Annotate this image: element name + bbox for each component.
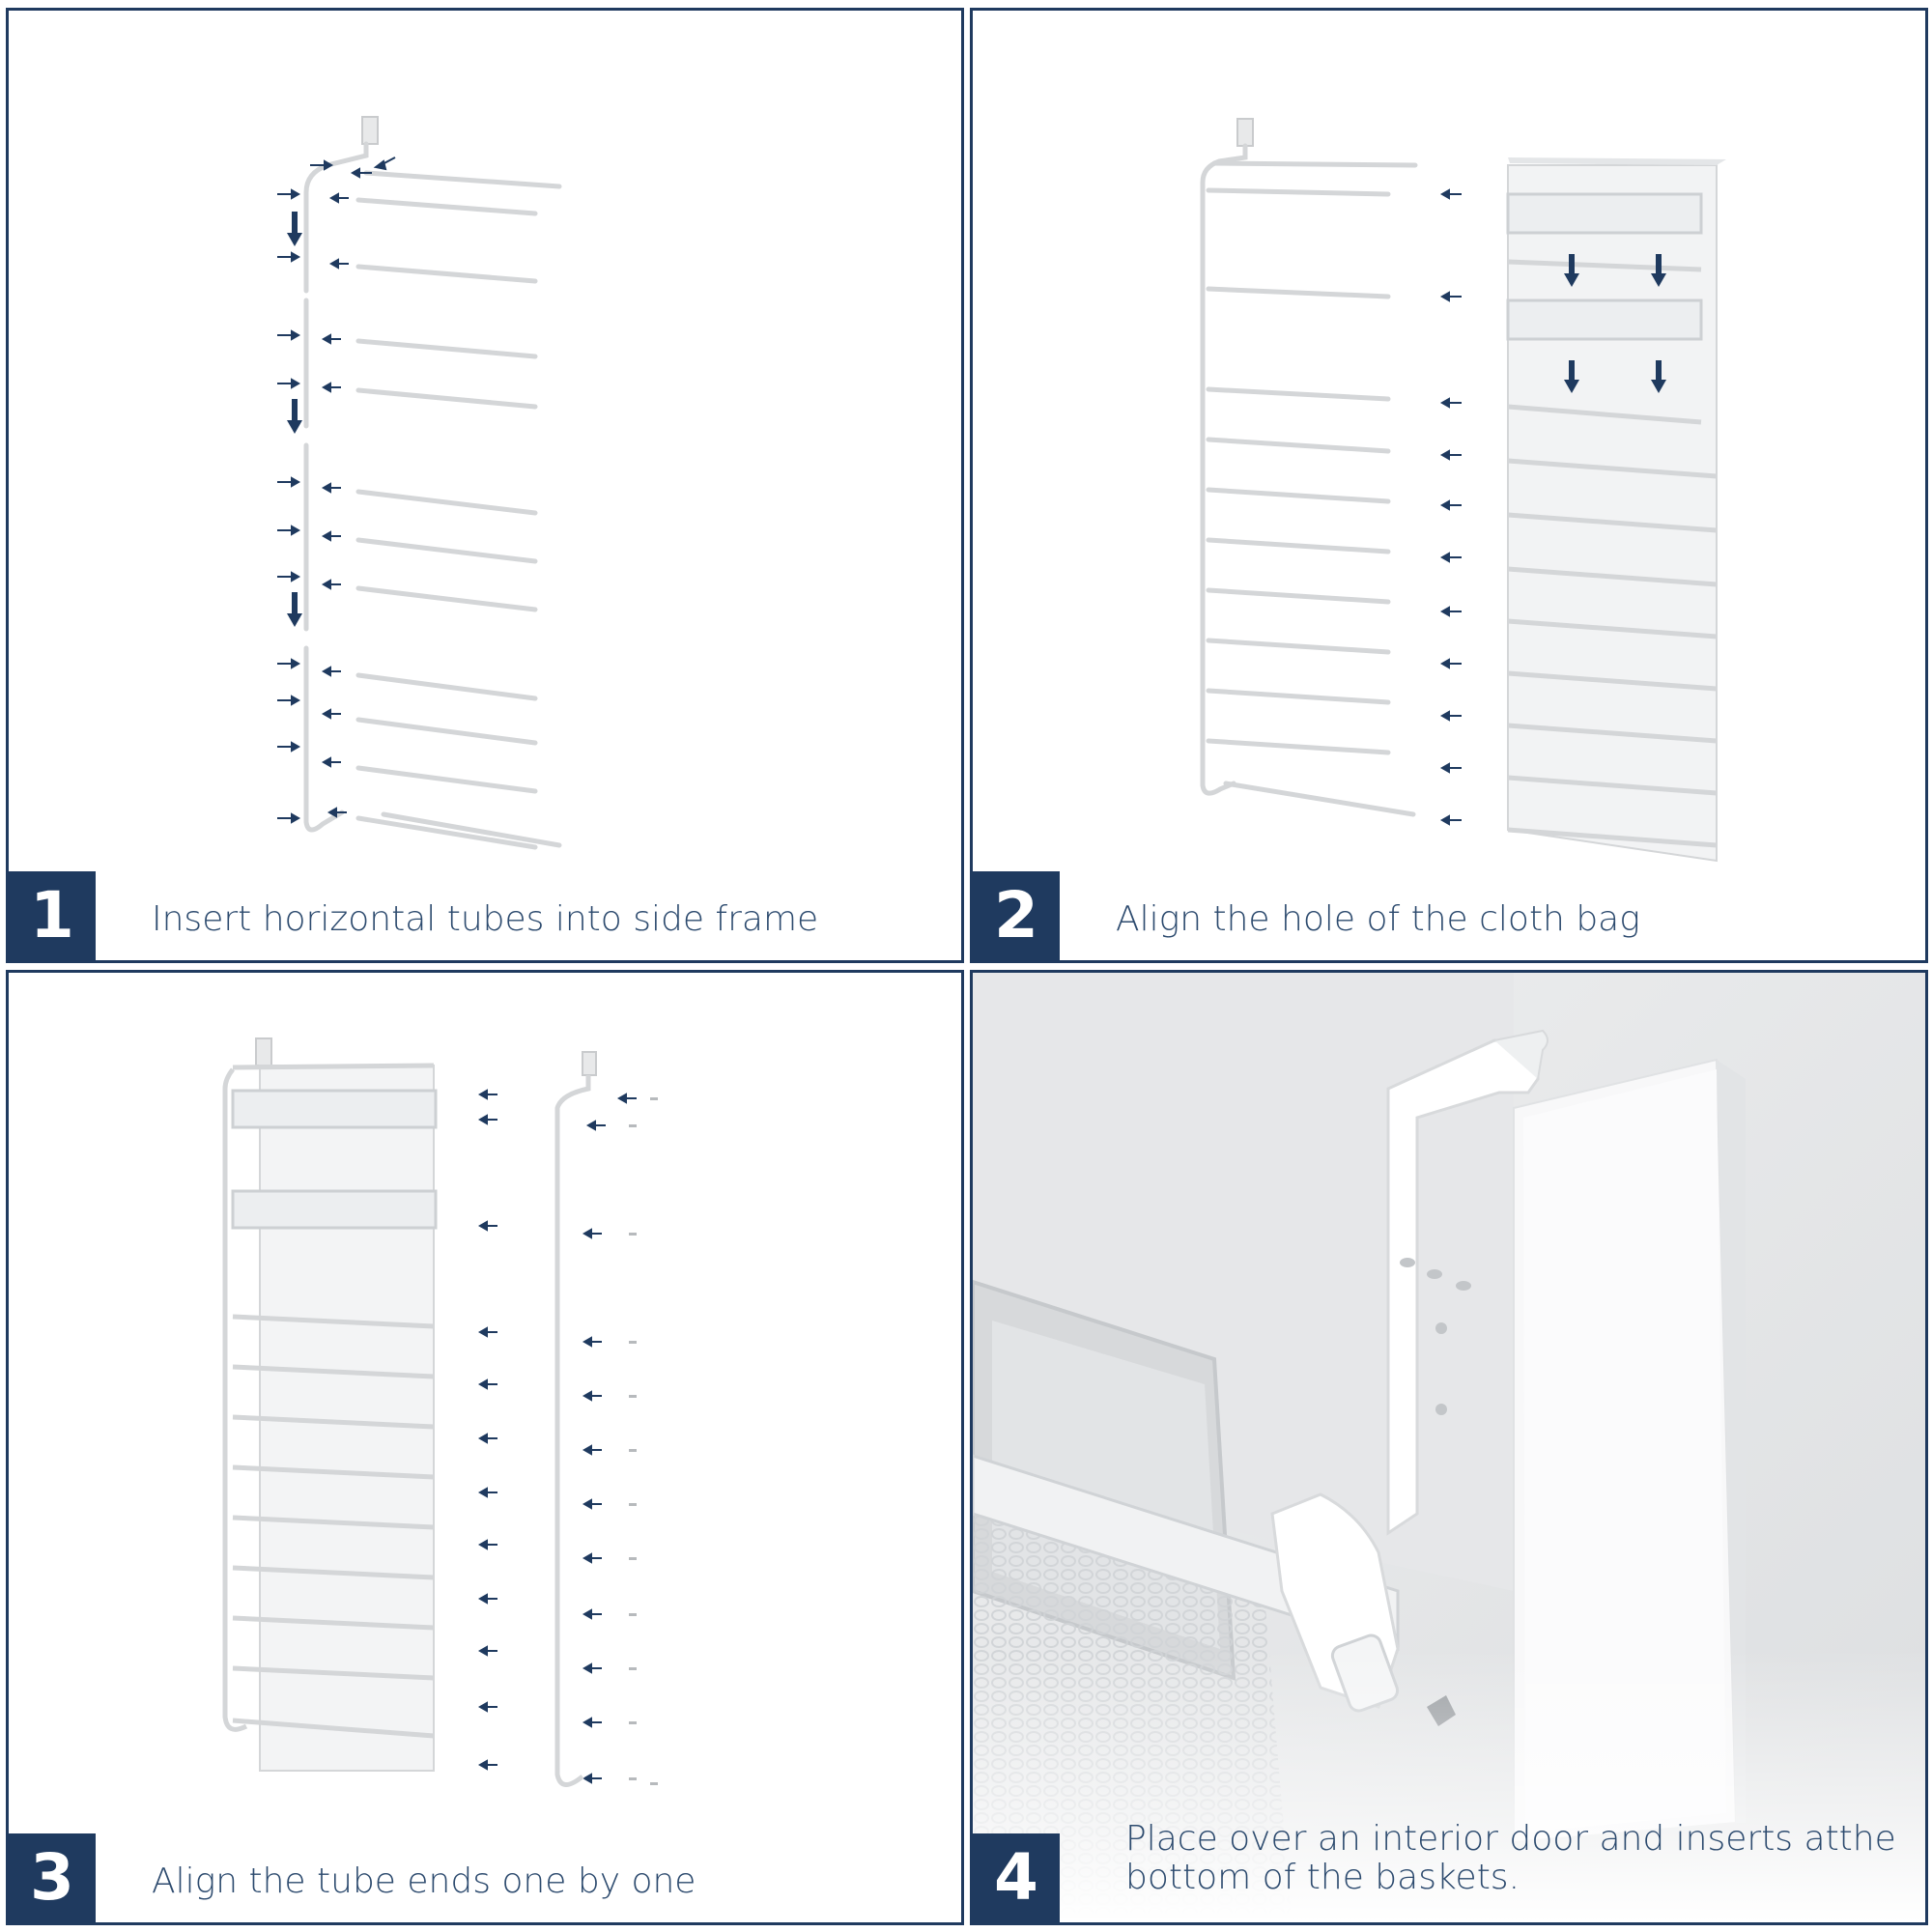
step-caption: Align the hole of the cloth bag [1116,899,1640,939]
step-number-badge: 3 [9,1833,96,1922]
step-2-panel: 2 Align the hole of the cloth bag [970,8,1928,963]
step-2-illustration [1200,118,1726,863]
arrow-left-icon [277,156,396,824]
step-3-illustration [222,1037,658,1787]
step-4-closeup-illustration [973,973,1925,1922]
step-number-badge: 4 [973,1833,1060,1922]
arrow-left-icon [1439,188,1462,826]
step-caption: Align the tube ends one by one [152,1861,696,1901]
arrow-left-icon [477,1089,637,1784]
step-1-panel: 1 Insert horizontal tubes into side fram… [6,8,964,963]
arrow-down-icon [1564,254,1666,393]
step-4-panel: 4 Place over an interior door and insert… [970,970,1928,1925]
arrow-down-icon [287,212,302,627]
step-caption: Place over an interior door and inserts … [1125,1819,1896,1897]
step-3-panel: 3 Align the tube ends one by one [6,970,964,1925]
screw-hole-icon [1400,1258,1471,1415]
step-caption: Insert horizontal tubes into side frame [152,899,819,939]
step-number-badge: 1 [9,871,96,960]
step-1-illustration [277,116,562,850]
step-number-badge: 2 [973,871,1060,960]
